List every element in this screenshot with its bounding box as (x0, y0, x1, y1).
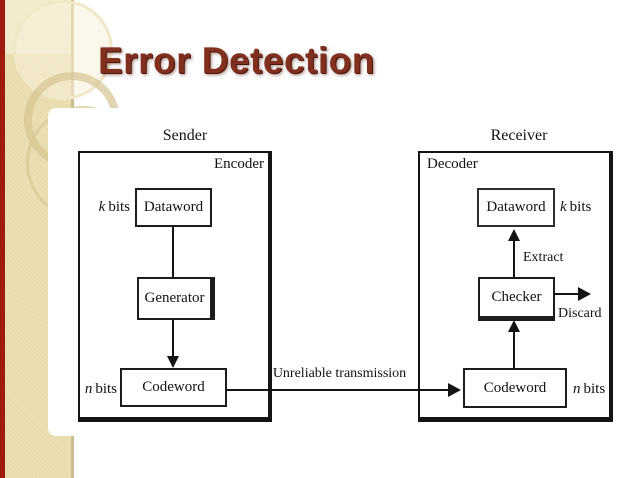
decoder-label: Decoder (427, 156, 478, 172)
up-arrowhead-extract-icon (508, 229, 520, 241)
sender-codeword-box: Codeword (120, 368, 227, 407)
generator-box: Generator (137, 277, 215, 320)
codeword-to-checker-line (513, 331, 515, 368)
receiver-k-var: k (560, 199, 567, 215)
extract-label: Extract (523, 250, 564, 265)
checker-box: Checker (478, 277, 555, 321)
checker-to-dataword-line (513, 240, 515, 277)
sender-label: Sender (162, 127, 208, 144)
sender-k-word: bits (108, 199, 130, 215)
slide-title: Error Detection (98, 40, 375, 81)
right-arrowhead-icon (448, 383, 461, 397)
left-accent-bar (0, 0, 5, 478)
sender-k-var: k (98, 199, 106, 215)
down-arrowhead-icon (167, 356, 179, 368)
receiver-label: Receiver (490, 127, 548, 144)
receiver-dataword-box: Dataword (477, 188, 555, 227)
transmission-line (227, 389, 448, 391)
sender-n-var: n (84, 381, 93, 397)
up-arrowhead-checker-icon (508, 320, 520, 332)
discard-label: Discard (558, 306, 602, 321)
checker-discard-line (555, 293, 578, 295)
receiver-n-word: bits (583, 381, 606, 397)
right-arrowhead-discard-icon (578, 287, 591, 301)
sender-encoder-box (78, 151, 272, 422)
receiver-decoder-box (418, 151, 613, 422)
sender-n-word: bits (95, 381, 117, 397)
receiver-n-var: n (573, 381, 581, 397)
transmission-label: Unreliable transmission (272, 366, 407, 381)
encoder-label: Encoder (214, 156, 264, 172)
receiver-k-word: bits (569, 199, 592, 215)
dataword-to-generator-line (172, 227, 174, 277)
receiver-codeword-box: Codeword (463, 368, 567, 408)
generator-to-codeword-line (172, 320, 174, 357)
sender-dataword-box: Dataword (135, 188, 212, 227)
